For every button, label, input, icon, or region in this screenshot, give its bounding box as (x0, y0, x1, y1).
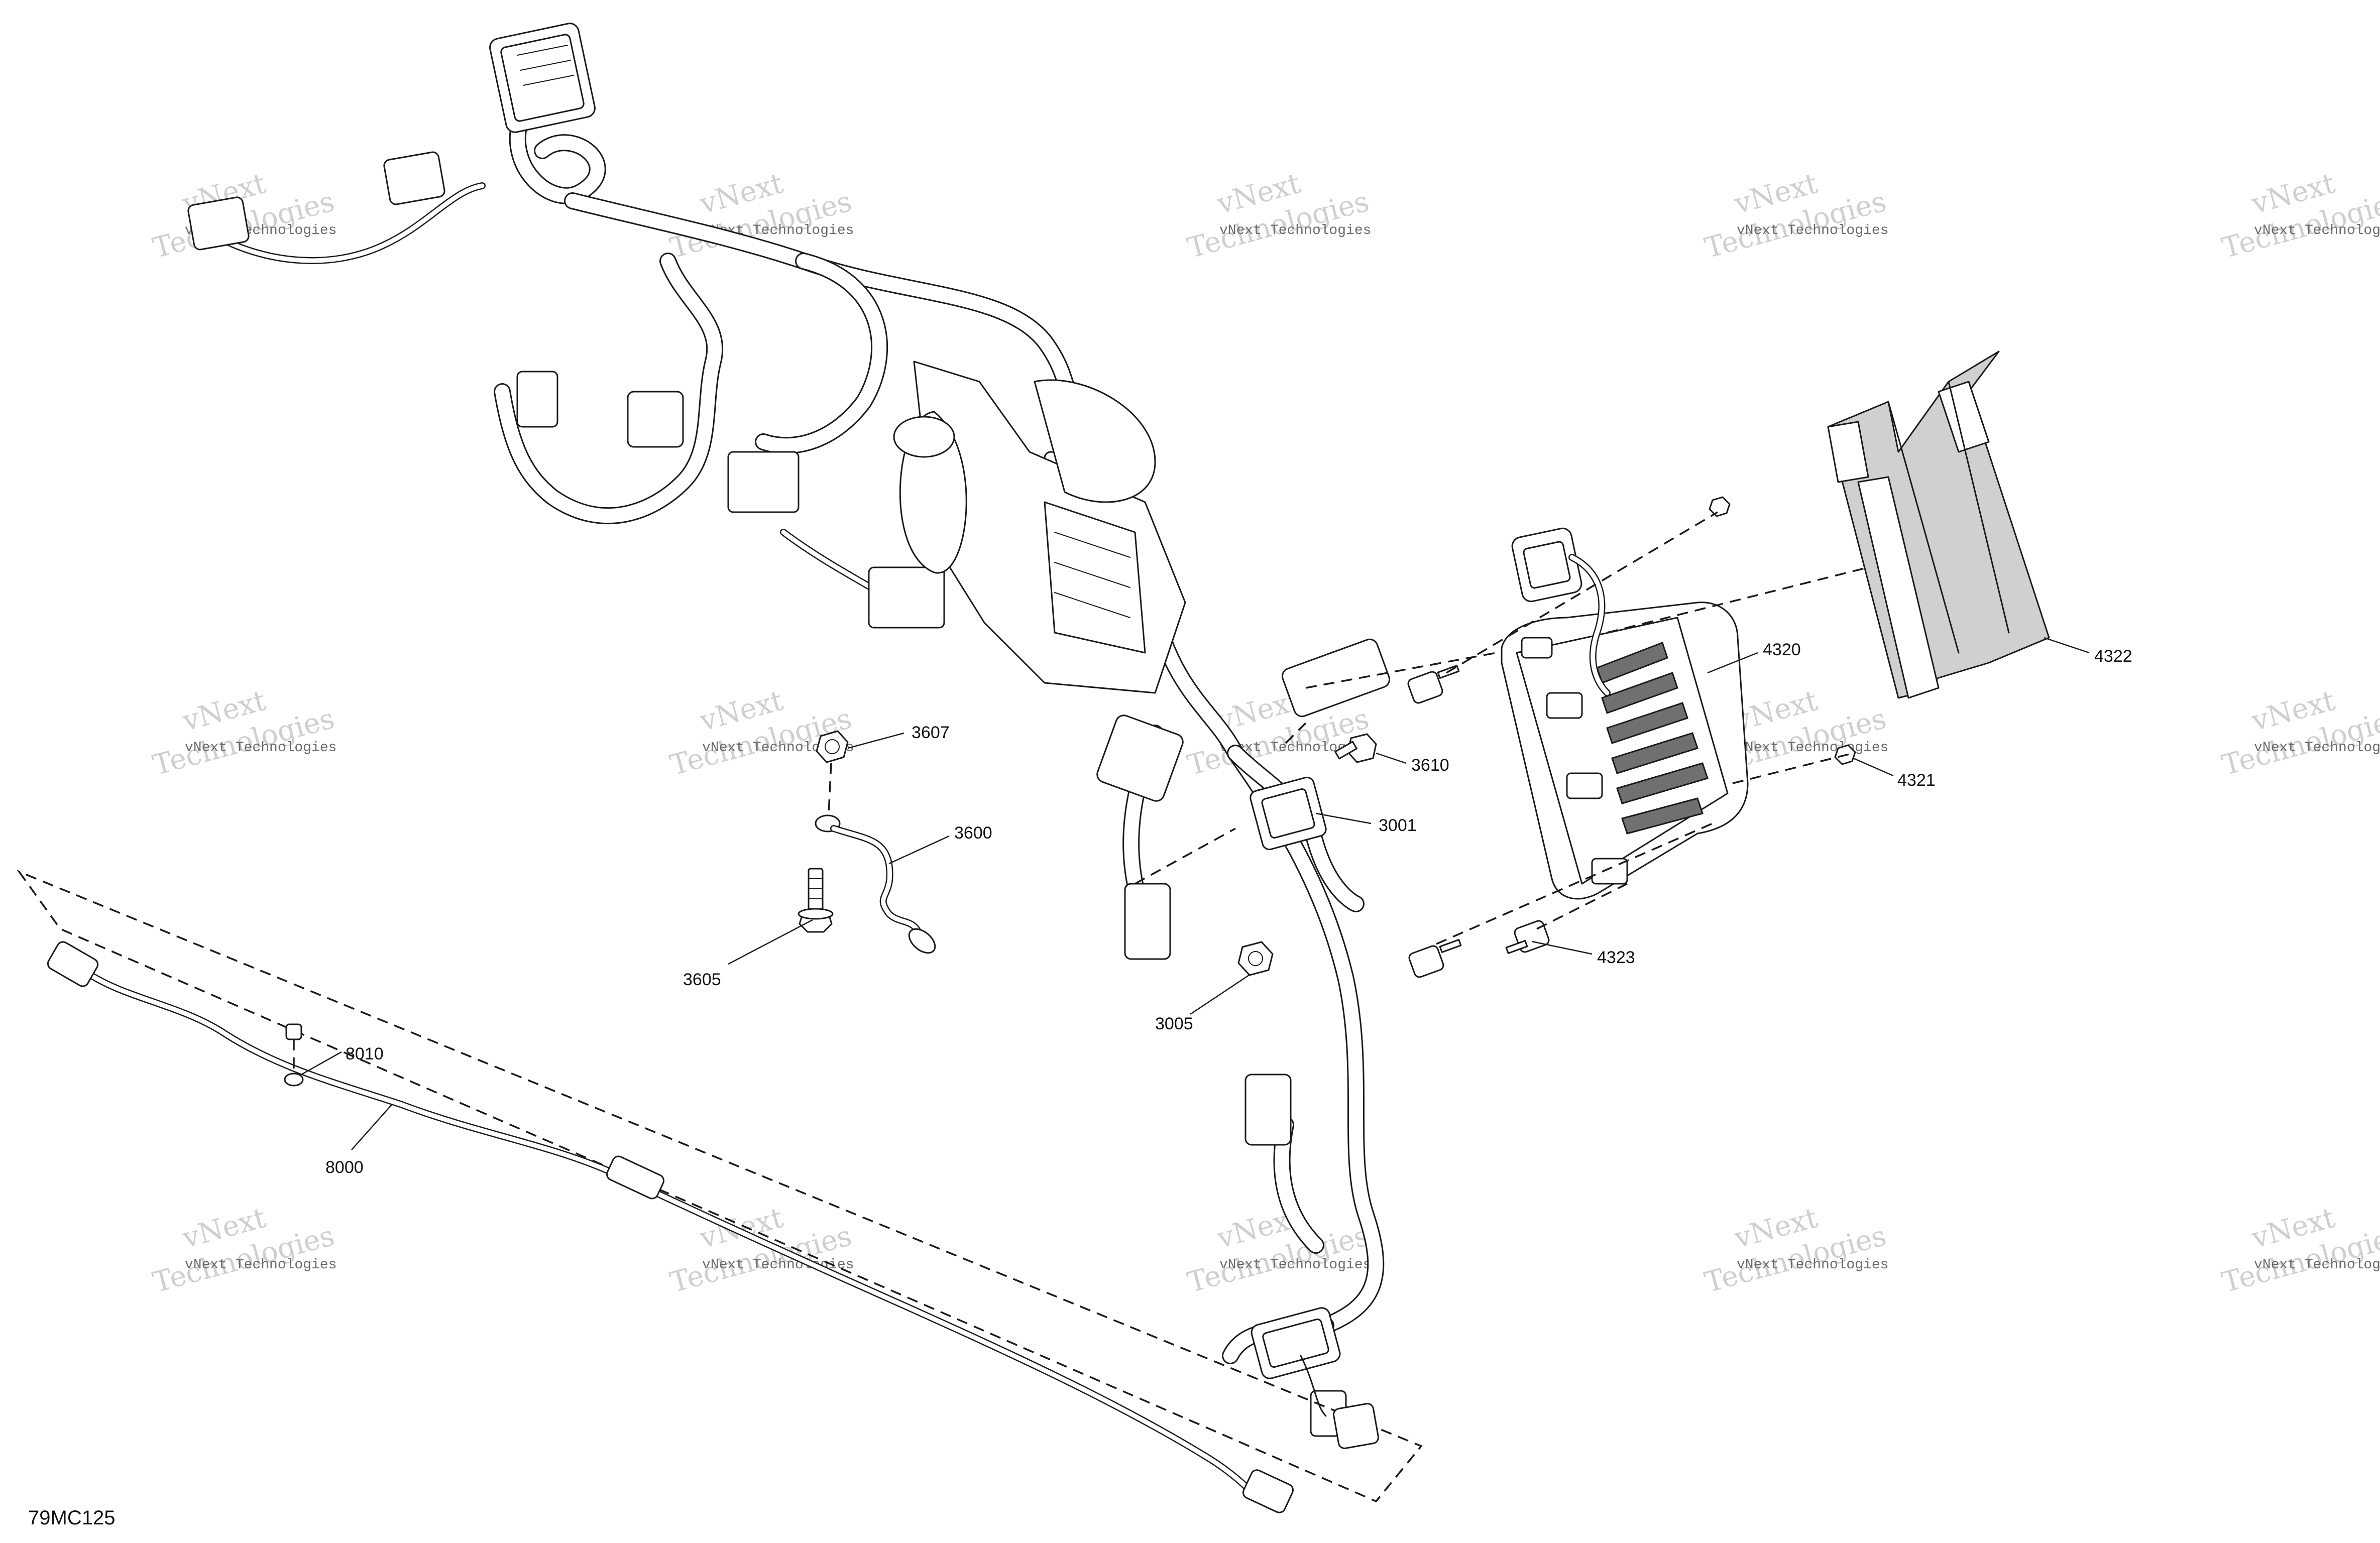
main-wiring-harness[interactable] (187, 22, 1392, 1437)
watermark: vNext Technologies vNext Technologies (1184, 167, 1373, 265)
watermark: vNext Technologies vNext Technologies (150, 1202, 338, 1299)
callout-8000: 8000 (325, 1158, 364, 1177)
part-4320-voltage-regulator[interactable] (1501, 527, 1749, 900)
svg-text:vNext Technologies: vNext Technologies (1737, 223, 1888, 239)
callout-3600: 3600 (954, 823, 992, 843)
callout-3607: 3607 (912, 723, 950, 742)
part-3610-screw[interactable] (1334, 733, 1377, 763)
part-3600-ground-cable[interactable] (815, 814, 940, 958)
watermark: vNext Technologies vNext Technologies (1702, 167, 1890, 265)
watermark: vNext Technologies vNext Technologies (667, 684, 855, 782)
leader-lines (301, 637, 2090, 1150)
part-4323-spacer[interactable] (1408, 939, 1462, 979)
part-4323-spacer[interactable] (1407, 665, 1460, 704)
callout-4322: 4322 (2094, 647, 2132, 666)
svg-text:vNext Technologies: vNext Technologies (1219, 1257, 1371, 1273)
part-4323-spacer[interactable] (1505, 919, 1550, 954)
part-8010-clip[interactable] (284, 1023, 304, 1087)
watermark: vNext Technologies vNext Technologies (2219, 1202, 2380, 1299)
alignment-line (1135, 827, 1236, 885)
part-4321-screw[interactable] (1709, 496, 1731, 517)
svg-text:vNext Technologies: vNext Technologies (185, 1257, 336, 1273)
part-8000-sensor-cable[interactable] (17, 870, 1423, 1514)
figure-id: 79MC125 (28, 1507, 115, 1529)
callout-8010: 8010 (346, 1044, 384, 1063)
svg-text:vNext Technologies: vNext Technologies (185, 740, 336, 756)
alignment-line (1436, 822, 1713, 945)
watermark: vNext Technologies vNext Technologies (150, 684, 338, 782)
part-3005-nut[interactable] (1237, 941, 1274, 976)
watermark: vNext Technologies vNext Technologies (1702, 1202, 1890, 1299)
callout-3001: 3001 (1379, 816, 1417, 835)
watermark: vNext Technologies vNext Technologies (1184, 1202, 1373, 1299)
alignment-line (1607, 566, 1869, 634)
callout-4321: 4321 (1897, 771, 1936, 790)
svg-text:vNext Technologies: vNext Technologies (2254, 223, 2380, 239)
callout-3605: 3605 (683, 970, 721, 989)
callout-4323: 4323 (1597, 948, 1635, 967)
alignment-line (1305, 652, 1497, 689)
watermark: vNext Technologies vNext Technologies (2219, 684, 2380, 782)
callout-3610: 3610 (1411, 756, 1449, 775)
svg-text:vNext Technologies: vNext Technologies (2254, 740, 2380, 756)
callout-4320: 4320 (1763, 640, 1801, 659)
alignment-line (1285, 722, 1307, 744)
watermark: vNext Technologies vNext Technologies (2219, 167, 2380, 265)
alignment-line (1732, 752, 1854, 784)
callout-3005: 3005 (1155, 1014, 1193, 1033)
svg-text:vNext Technologies: vNext Technologies (1737, 1257, 1888, 1273)
part-3607-nut[interactable] (816, 730, 849, 814)
watermark: vNext Technologies vNext Technologies (667, 1202, 855, 1299)
svg-text:vNext Technologies: vNext Technologies (1219, 223, 1371, 239)
svg-text:vNext Technologies: vNext Technologies (1737, 740, 1888, 756)
svg-text:vNext Technologies: vNext Technologies (2254, 1257, 2380, 1273)
part-4322-heat-shield[interactable] (1827, 350, 2050, 699)
part-3605-bolt[interactable] (798, 868, 834, 933)
alignment-line (1446, 511, 1718, 674)
